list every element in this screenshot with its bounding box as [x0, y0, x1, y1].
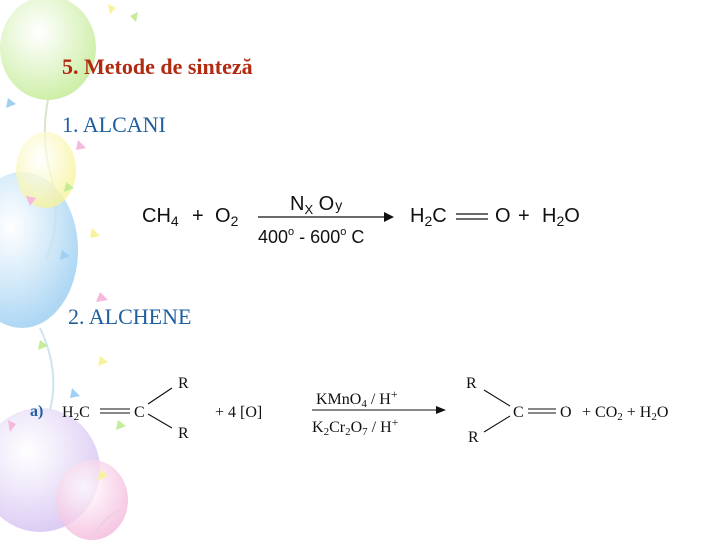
product-bond-bottom — [483, 415, 511, 433]
section-heading-alchene: 2. ALCHENE — [68, 304, 192, 329]
substituent-r-top: R — [178, 375, 189, 392]
arrow-head-2 — [436, 406, 446, 414]
balloon-blue — [0, 172, 78, 411]
reactant-carbon: C — [134, 404, 145, 421]
product-carbon: C — [513, 404, 524, 421]
product-oxygen: O — [495, 205, 511, 227]
conditions-label: 400o - 600o C — [258, 226, 364, 247]
plus-sign-2: + — [518, 205, 530, 227]
reactant-h2c: H2C — [62, 404, 90, 423]
balloon-pink — [56, 460, 128, 540]
byproducts: + CO2 + H2O — [582, 404, 668, 423]
bond-lower-r — [147, 413, 173, 429]
bond-upper-r — [147, 387, 173, 405]
catalyst-label: NX Oy — [290, 193, 342, 217]
reactant-ch4: CH4 — [142, 205, 179, 229]
product-o: O — [560, 404, 572, 421]
oxidant-label: + 4 [O] — [215, 404, 262, 421]
product-r-top: R — [466, 375, 477, 392]
confetti — [6, 4, 138, 480]
product-h2o: H2O — [542, 205, 580, 229]
substituent-r-bottom: R — [178, 425, 189, 442]
reactant-o2: O2 — [215, 205, 239, 229]
plus-sign: + — [192, 205, 204, 227]
reagent-k2cr2o7: K2Cr2O7 / H+ — [312, 415, 399, 438]
reaction-label-a: a) — [30, 403, 43, 420]
section-heading-alcani: 1. ALCANI — [62, 112, 166, 137]
product-h2c: H2C — [410, 205, 447, 229]
balloon-yellow — [16, 132, 76, 208]
slide-title: 5. Metode de sinteză — [62, 54, 253, 79]
product-bond-top — [483, 389, 511, 407]
reagent-kmno4: KMnO4 / H+ — [316, 387, 398, 410]
product-r-bottom: R — [468, 429, 479, 446]
arrow-head — [384, 212, 394, 222]
